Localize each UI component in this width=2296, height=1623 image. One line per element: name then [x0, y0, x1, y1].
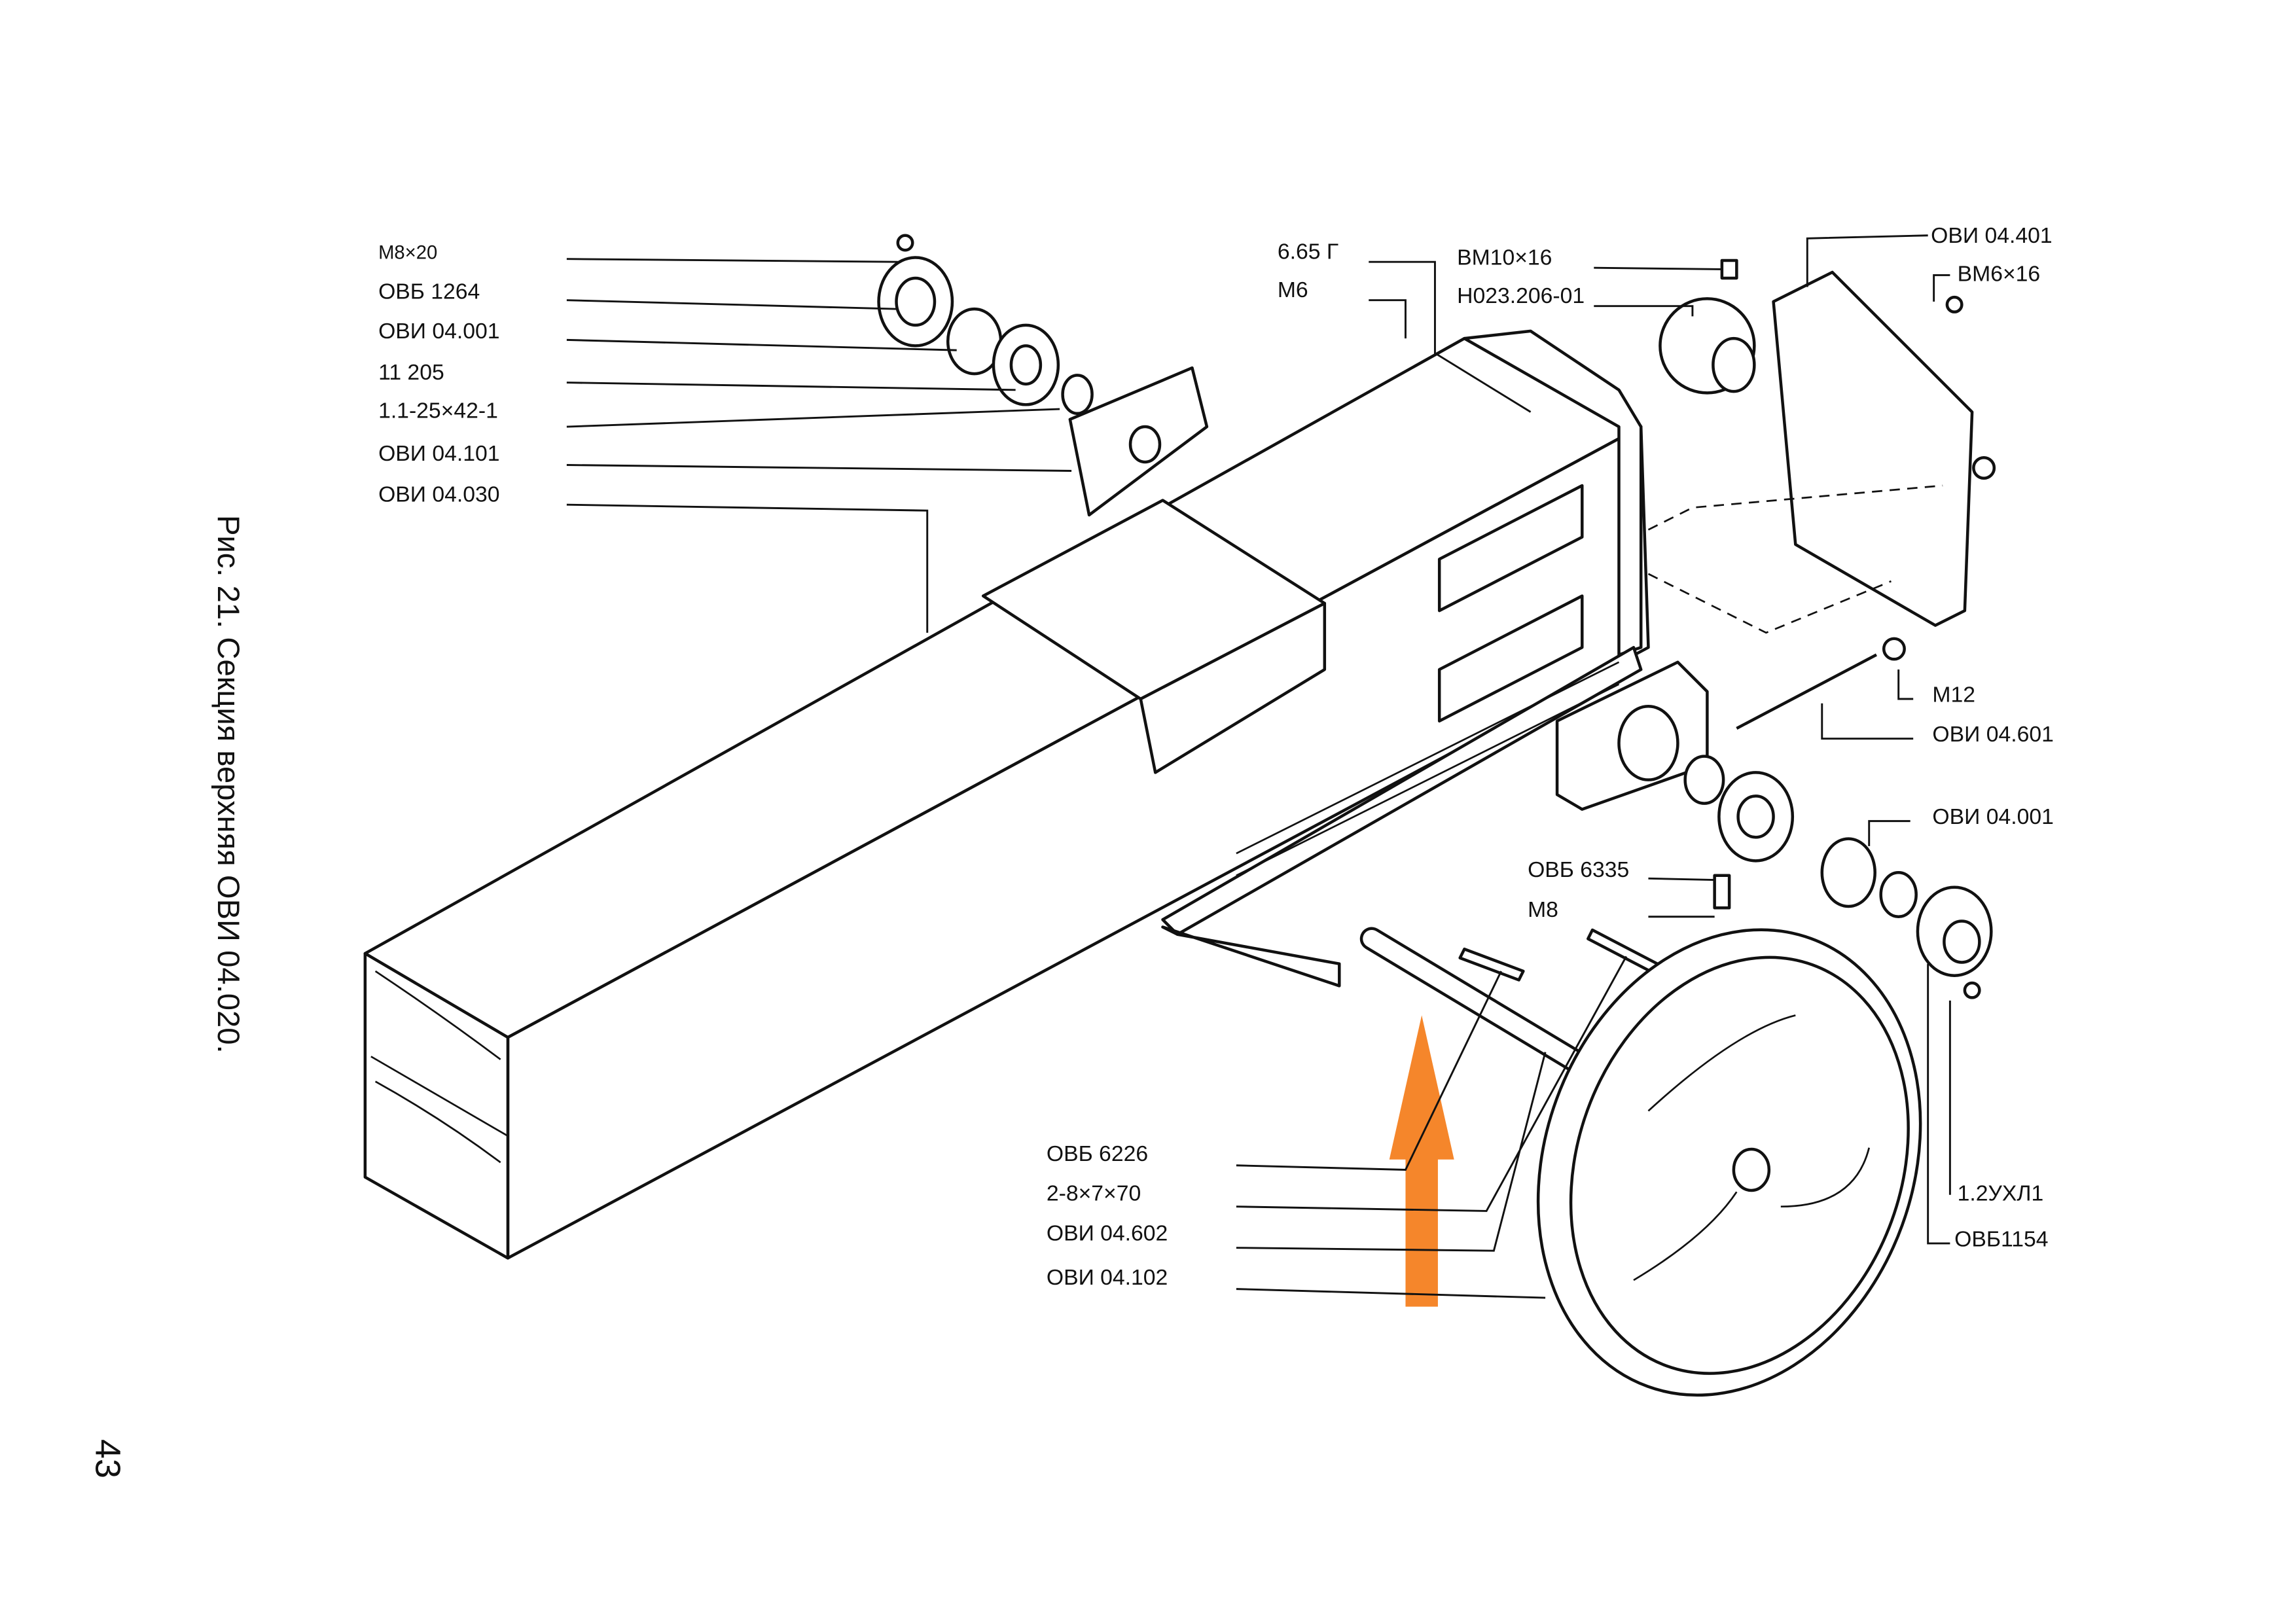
figure-caption: Рис. 21. Секция верхняя ОВИ 04.020. — [211, 515, 245, 1054]
highlight-arrow — [1389, 1015, 1454, 1307]
label: ОВИ 04.102 — [1047, 1265, 1168, 1290]
label: М12 — [1932, 682, 1975, 707]
label: 1.2УХЛ1 — [1958, 1181, 2044, 1206]
label: 2-8×7×70 — [1047, 1181, 1141, 1206]
label: ОВИ 04.601 — [1932, 722, 2053, 747]
label: ОВИ 04.030 — [378, 482, 499, 507]
label: ОВИ 04.001 — [378, 319, 499, 344]
label: ВМ10×16 — [1457, 245, 1552, 270]
bearing-parts-top — [877, 234, 1209, 517]
page-number: 43 — [88, 1439, 127, 1478]
label: М8 — [1528, 897, 1558, 922]
part-labels-mid: ОВБ 6335 М8 — [1528, 857, 1629, 922]
label: ОВИ 04.001 — [1932, 804, 2053, 829]
label: ОВБ 6226 — [1047, 1141, 1148, 1166]
label: ОВИ 04.101 — [378, 441, 499, 466]
part-labels-right: ОВИ 04.401 ВМ6×16 М12 ОВИ 04.601 ОВИ 04.… — [1931, 223, 2054, 1251]
label: ОВИ 04.401 — [1931, 223, 2052, 248]
label: ОВБ 6335 — [1528, 857, 1629, 882]
label: Н023.206-01 — [1457, 283, 1585, 308]
label: 6.65 Г — [1278, 240, 1338, 264]
label: 1.1-25×42-1 — [378, 399, 498, 423]
label: ОВБ 1264 — [378, 279, 480, 304]
label: М6 — [1278, 277, 1308, 302]
shaft-and-pulley — [1359, 927, 1922, 1397]
label: ОВИ 04.602 — [1047, 1221, 1168, 1245]
beam-section — [363, 329, 1650, 1260]
bearing-parts-right — [1555, 637, 1993, 999]
part-labels-top: 6.65 Г М6 ВМ10×16 Н023.206-01 — [1278, 240, 1585, 308]
label: М8×20 — [378, 243, 437, 264]
label: 11 205 — [378, 360, 444, 385]
sprocket-and-cover — [1647, 259, 1996, 634]
label: ВМ6×16 — [1958, 261, 2041, 286]
part-labels-left: М8×20 ОВБ 1264 ОВИ 04.001 11 205 1.1-25×… — [378, 243, 499, 507]
label: ОВБ1154 — [1954, 1226, 2048, 1251]
leader-lines — [566, 234, 1951, 1299]
part-labels-bottom: ОВБ 6226 2-8×7×70 ОВИ 04.602 ОВИ 04.102 — [1047, 1141, 1168, 1290]
